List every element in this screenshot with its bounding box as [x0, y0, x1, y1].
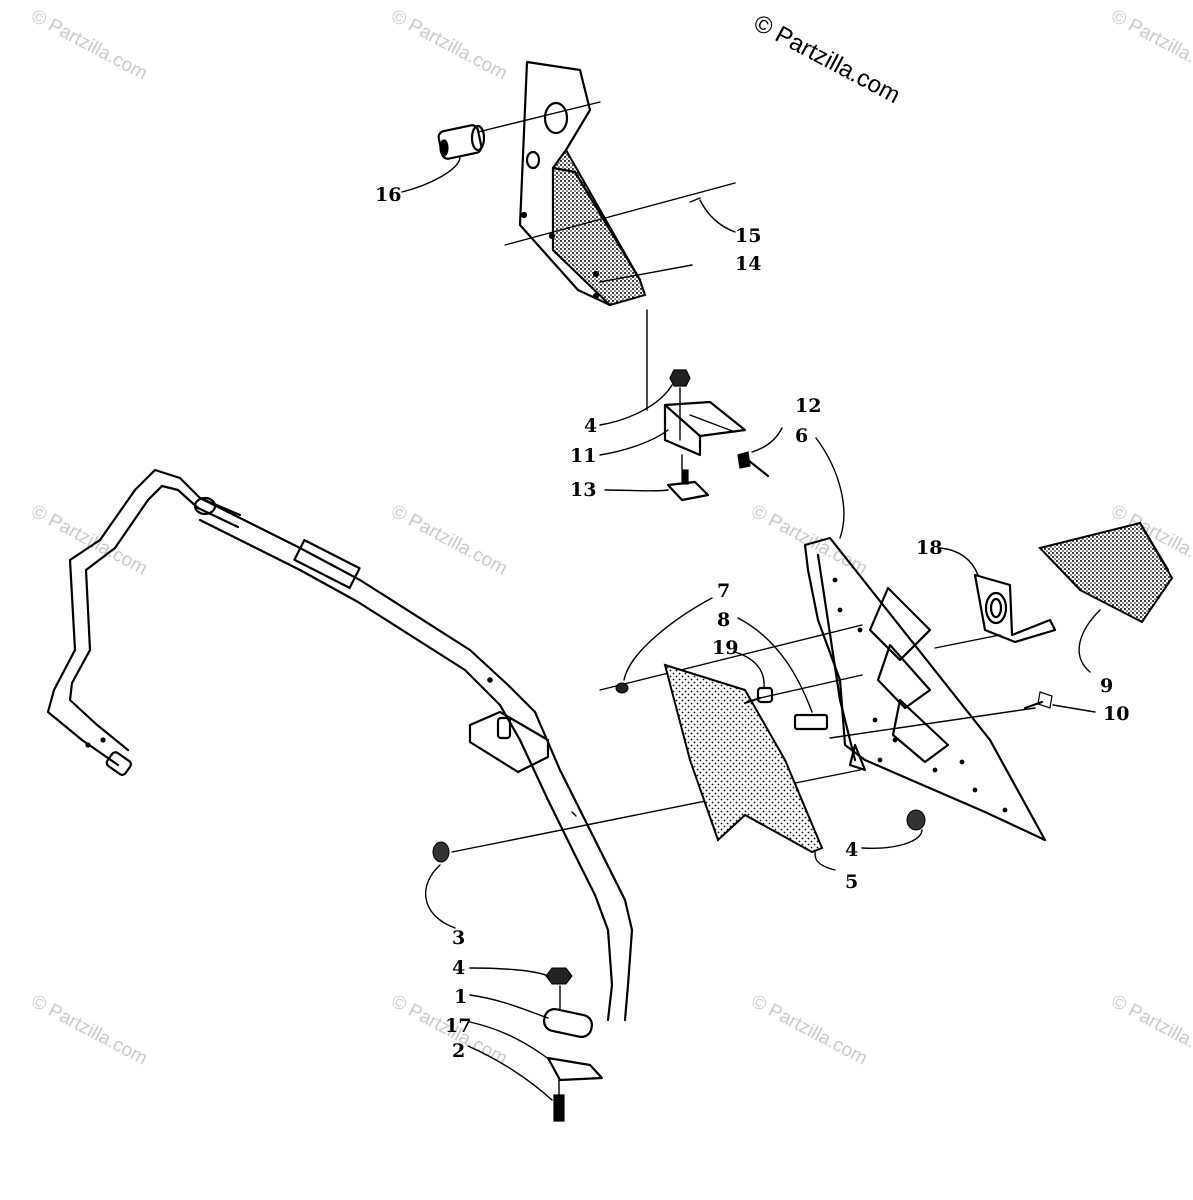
callout-18: 18	[916, 537, 942, 559]
part-4-nut-top	[669, 369, 691, 387]
part-19-bushing	[743, 686, 774, 705]
callout-7: 7	[717, 580, 730, 602]
part-3-grommet	[432, 841, 450, 863]
part-11-bracket	[663, 400, 747, 457]
callout-3: 3	[452, 927, 465, 949]
callout-2: 2	[452, 1040, 465, 1062]
part-16-bushing	[437, 124, 486, 160]
part-18-bracket	[973, 573, 1057, 644]
callout-19: 19	[712, 637, 738, 659]
callout-5: 5	[845, 871, 858, 893]
part-4-nut-panel	[906, 809, 926, 831]
part-6-panel	[803, 536, 1047, 842]
part-4-nut-lower	[545, 967, 573, 985]
part-8-spacer	[793, 713, 829, 731]
watermark: © Partzilla.com	[28, 6, 151, 85]
part-1-spacer	[542, 1008, 594, 1038]
part-17-plate	[546, 1056, 604, 1082]
handlebar-clamp	[468, 710, 550, 774]
callout-4-top: 4	[584, 415, 597, 437]
callout-8: 8	[717, 609, 730, 631]
watermark: © Partzilla.com	[388, 6, 511, 85]
callout-17: 17	[445, 1015, 471, 1037]
watermark: © Partzilla.com	[1108, 991, 1193, 1070]
callout-labels: 16 15 14 4 12 6 11 13 18 7 8 19 9 10 4 5…	[375, 184, 1129, 1062]
watermark: © Partzilla.com	[388, 501, 511, 580]
callout-15: 15	[735, 225, 761, 247]
part-2-bolt	[553, 1079, 565, 1122]
callout-11: 11	[570, 445, 596, 467]
watermark-group: © Partzilla.com © Partzilla.com © Partzi…	[28, 6, 1193, 1070]
callout-4-panel: 4	[845, 839, 858, 861]
part-13-plate	[666, 469, 710, 502]
callout-13: 13	[570, 479, 596, 501]
part-9-pad	[1038, 521, 1174, 624]
callout-12: 12	[795, 395, 821, 417]
callout-1: 1	[454, 986, 467, 1008]
watermark: © Partzilla.com	[748, 501, 871, 580]
copyright-text: © Partzilla.com	[749, 9, 904, 109]
part-5-plate	[663, 663, 824, 854]
watermark: © Partzilla.com	[1108, 6, 1193, 85]
handlebar-tube	[46, 468, 634, 1022]
callout-4-lower: 4	[452, 957, 465, 979]
part-12-bolt	[737, 451, 770, 478]
callout-10: 10	[1103, 703, 1129, 725]
part-7-nut	[615, 682, 629, 694]
callout-9: 9	[1100, 675, 1113, 697]
callout-6: 6	[795, 425, 808, 447]
watermark: © Partzilla.com	[748, 991, 871, 1070]
watermark: © Partzilla.com	[28, 991, 151, 1070]
part-10-bolt	[1023, 691, 1053, 710]
callout-16: 16	[375, 184, 401, 206]
part-14-upper-bracket	[518, 60, 647, 307]
callout-14: 14	[735, 253, 761, 275]
